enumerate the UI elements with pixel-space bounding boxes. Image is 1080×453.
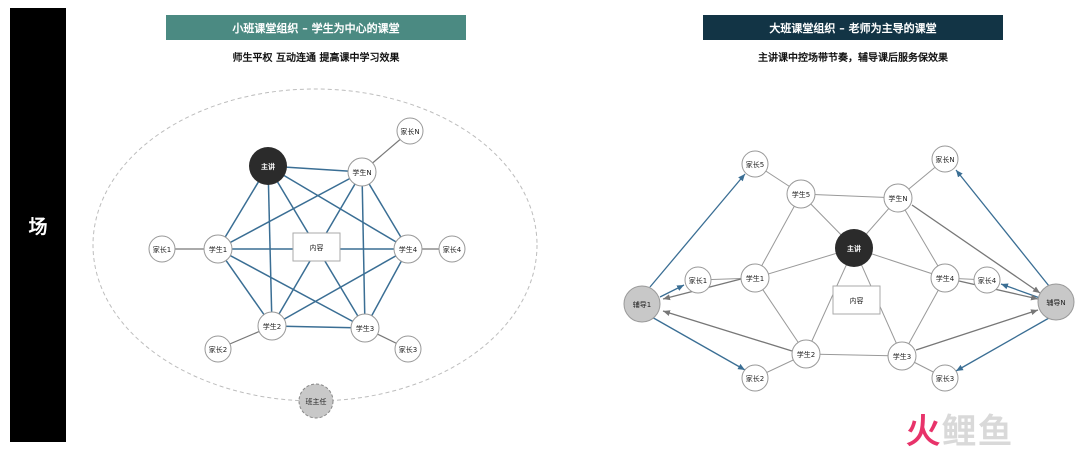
svg-text:学生1: 学生1	[746, 274, 764, 283]
edge	[217, 171, 363, 250]
right-subtitle: 主讲课中控场带节奏，辅导课后服务保效果	[758, 53, 948, 64]
arrow	[958, 280, 1039, 301]
student-4-node: 学生4	[393, 234, 423, 264]
parent-1-node: 家长1	[148, 235, 176, 263]
parent-2-node: 家长2	[204, 335, 232, 363]
left-banner: 小班课堂组织 – 学生为中心的课堂	[166, 15, 466, 40]
parent-4-node: 家长4	[438, 235, 466, 263]
svg-text:学生2: 学生2	[797, 350, 815, 359]
student-4-node: 学生4	[930, 263, 960, 293]
edge	[901, 277, 946, 357]
edge	[800, 193, 899, 199]
student-3-node: 学生3	[887, 341, 917, 371]
svg-text:主讲: 主讲	[847, 244, 861, 253]
parent-3-node: 家长3	[394, 335, 422, 363]
svg-text:家长N: 家长N	[400, 127, 419, 136]
svg-text:家长1: 家长1	[689, 276, 707, 285]
content-box	[832, 285, 881, 315]
svg-text:辅导1: 辅导1	[633, 300, 651, 309]
parent-n-node: 家长N	[931, 145, 959, 173]
student-2-node: 学生2	[791, 339, 821, 369]
edge	[754, 193, 802, 279]
svg-text:学生N: 学生N	[352, 168, 371, 177]
edge	[271, 325, 366, 329]
svg-text:学生5: 学生5	[792, 190, 810, 199]
svg-text:学生3: 学生3	[893, 352, 911, 361]
head-teacher-node: 班主任	[298, 383, 334, 419]
arrow	[649, 173, 746, 288]
svg-text:家长5: 家长5	[746, 160, 764, 169]
parent-4-node: 家长4	[973, 266, 1001, 294]
right-banner: 大班课堂组织 – 老师为主导的课堂	[703, 15, 1003, 40]
content-box	[292, 232, 341, 262]
left-subtitle: 师生平权 互动连通 提高课中学习效果	[232, 53, 400, 64]
svg-text:学生1: 学生1	[209, 245, 227, 254]
edge	[897, 197, 946, 279]
svg-text:学生4: 学生4	[936, 274, 955, 283]
section-sidebar: 场	[10, 8, 66, 442]
svg-text:家长4: 家长4	[978, 276, 997, 285]
edge	[364, 248, 409, 329]
edge	[805, 353, 903, 357]
edge	[267, 165, 273, 327]
edge	[754, 277, 807, 355]
parent-1-node: 家长1	[684, 266, 712, 294]
edge	[805, 247, 855, 355]
student-n-node: 学生N	[883, 183, 913, 213]
edge	[361, 171, 366, 329]
svg-text:家长3: 家长3	[936, 374, 954, 383]
class-boundary	[92, 88, 538, 402]
svg-text:辅导N: 辅导N	[1046, 298, 1065, 307]
svg-text:班主任: 班主任	[306, 397, 327, 406]
edge	[271, 248, 409, 327]
student-2-node: 学生2	[257, 311, 287, 341]
section-label: 场	[28, 215, 48, 238]
lecturer-node: 主讲	[835, 229, 873, 267]
edge	[267, 165, 409, 250]
svg-text:学生N: 学生N	[888, 194, 907, 203]
content-label: 内容	[850, 296, 864, 305]
student-n-node: 学生N	[347, 157, 377, 187]
parent-2-node: 家长2	[741, 364, 769, 392]
arrow	[955, 317, 1050, 372]
edge	[361, 171, 409, 250]
parent-n-node: 家长N	[396, 117, 424, 145]
tutor-1-node: 辅导1	[623, 285, 661, 323]
arrow	[911, 204, 1041, 294]
svg-text:学生4: 学生4	[399, 245, 418, 254]
watermark-part1: 火	[906, 412, 942, 452]
svg-text:主讲: 主讲	[261, 162, 275, 171]
svg-text:家长1: 家长1	[153, 245, 171, 254]
arrow	[1000, 283, 1041, 299]
svg-text:家长3: 家长3	[399, 345, 417, 354]
content-label: 内容	[310, 243, 324, 252]
svg-text:家长N: 家长N	[935, 155, 954, 164]
watermark-part2: 鲤鱼	[942, 412, 1014, 452]
student-1-node: 学生1	[740, 263, 770, 293]
edge	[217, 248, 273, 327]
student-3-node: 学生3	[350, 313, 380, 343]
arrow	[955, 169, 1050, 287]
svg-text:学生2: 学生2	[263, 322, 281, 331]
student-5-node: 学生5	[786, 179, 816, 209]
tutor-n-node: 辅导N	[1037, 283, 1075, 321]
svg-text:家长2: 家长2	[209, 345, 227, 354]
parent-3-node: 家长3	[931, 364, 959, 392]
arrow	[649, 315, 746, 371]
arrow	[662, 310, 793, 352]
student-1-node: 学生1	[203, 234, 233, 264]
parent-5-node: 家长5	[741, 150, 769, 178]
svg-text:家长4: 家长4	[443, 245, 462, 254]
watermark-logo: 火鲤鱼	[906, 404, 1014, 453]
arrow	[915, 309, 1039, 351]
edge	[217, 248, 366, 329]
svg-text:家长2: 家长2	[746, 374, 764, 383]
svg-text:学生3: 学生3	[356, 324, 374, 333]
lecturer-node: 主讲	[249, 147, 287, 185]
